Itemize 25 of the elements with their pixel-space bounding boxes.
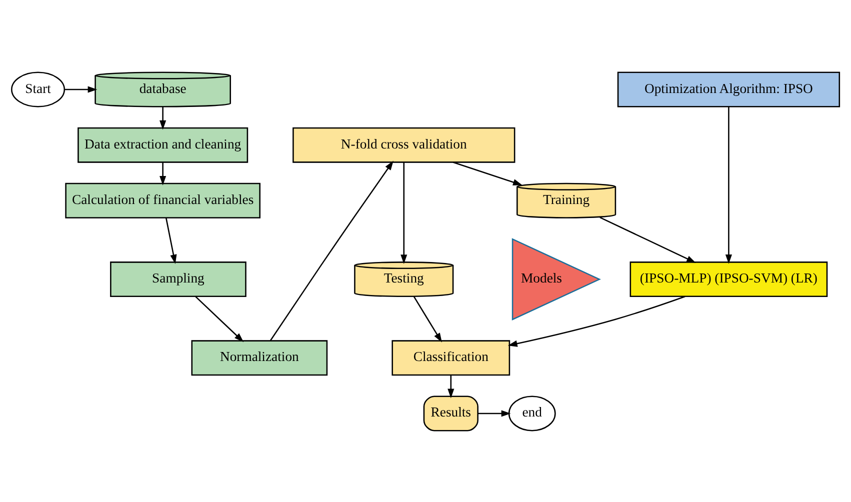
arrow <box>400 162 408 264</box>
node-box: Normalization <box>191 340 328 376</box>
node-box: Sampling <box>110 261 246 297</box>
arrow <box>448 374 454 398</box>
node-ellipse: Start <box>11 71 66 107</box>
node-box: Data extraction and cleaning <box>78 126 248 162</box>
arrow <box>270 160 394 340</box>
node-box: Results <box>423 395 478 431</box>
arrow <box>600 216 696 262</box>
node-box: Optimization Algorithm: IPSO <box>617 71 840 107</box>
arrow <box>413 296 442 342</box>
arrow <box>725 106 732 264</box>
arrow <box>165 217 177 264</box>
node-box: N-fold cross validation <box>292 126 516 162</box>
arrow <box>195 296 244 342</box>
arrow <box>452 161 522 185</box>
node-box: (IPSO-MLP) (IPSO-SVM) (LR) <box>630 261 828 297</box>
arrow <box>478 410 511 416</box>
node-ellipse: end <box>508 395 556 431</box>
arrow <box>160 162 166 185</box>
arrow <box>508 295 686 346</box>
arrow <box>64 86 98 92</box>
node-box: Calculation of financial variables <box>65 182 260 218</box>
node-box: Classification <box>392 340 510 376</box>
arrow <box>160 106 166 130</box>
